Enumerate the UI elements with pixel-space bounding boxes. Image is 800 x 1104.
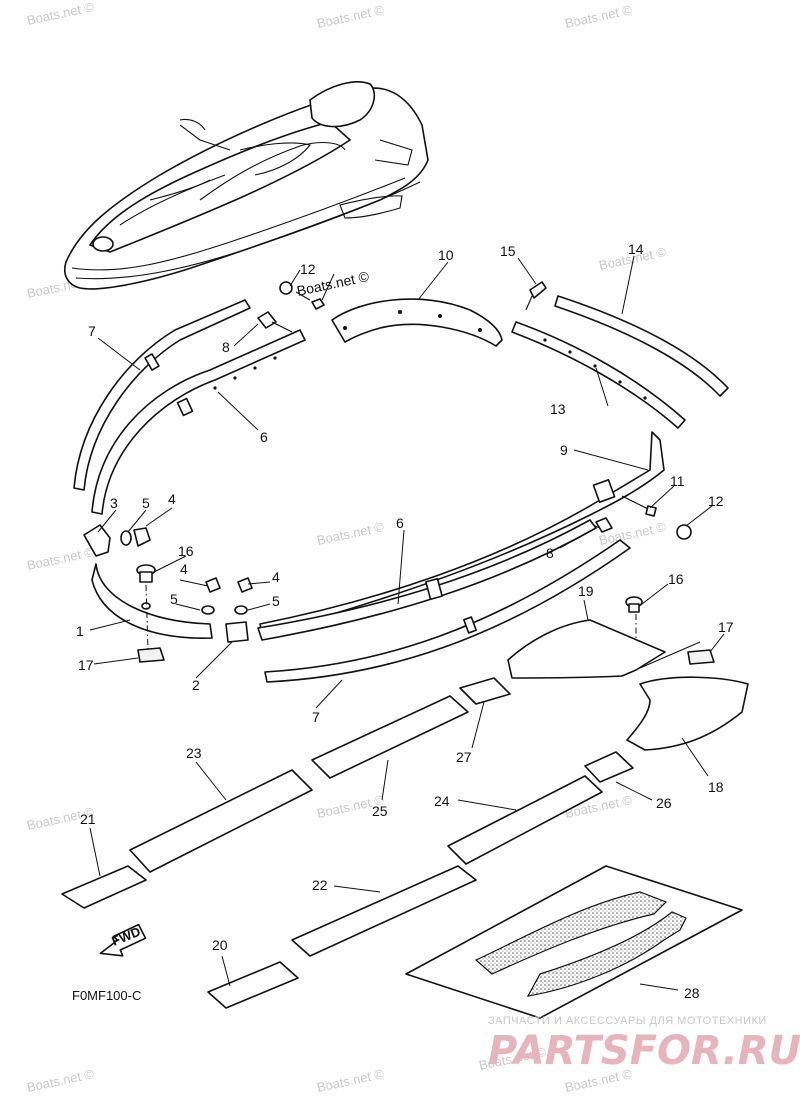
- watermark: Boats.net ©: [316, 519, 386, 548]
- part-21-mat: [61, 865, 147, 909]
- part-1-bumper: [91, 563, 213, 639]
- part-18-mat: [626, 676, 749, 751]
- callout-12: 12: [708, 493, 724, 509]
- callout-9: 9: [560, 442, 568, 458]
- callout-1: 1: [76, 623, 84, 639]
- callout-16: 16: [178, 543, 194, 559]
- callout-27: 27: [456, 749, 472, 765]
- callout-26: 26: [656, 795, 672, 811]
- part-28-sheet: [405, 865, 743, 1019]
- watermark: Boats.net ©: [26, 544, 96, 573]
- watermark: Boats.net ©: [26, 1066, 96, 1095]
- part-20-mat: [207, 961, 299, 1009]
- part-19-mat: [507, 619, 701, 679]
- callout-6: 6: [260, 429, 268, 445]
- part-17-nut-left: [137, 647, 165, 663]
- part-4-nut-mid-a: [205, 577, 221, 593]
- watermark: Boats.net ©: [316, 1066, 386, 1095]
- part-23-mat: [129, 769, 313, 873]
- part-12-clip-upper: [279, 281, 325, 310]
- part-5-washer-mid-b: [234, 605, 248, 615]
- callout-25: 25: [372, 803, 388, 819]
- callout-17: 17: [718, 619, 734, 635]
- callout-15: 15: [500, 243, 516, 259]
- callout-17: 17: [78, 657, 94, 673]
- part-8-screw-upper: [257, 311, 293, 333]
- part-12-clip-lower: [676, 524, 692, 540]
- watermark: Boats.net ©: [316, 2, 386, 31]
- callout-22: 22: [312, 877, 328, 893]
- figure-code: F0MF100-C: [72, 988, 141, 1003]
- callout-19: 19: [578, 583, 594, 599]
- part-4-nut-mid-b: [237, 577, 253, 593]
- fwd-arrow-icon: FWD: [99, 924, 147, 957]
- brand-watermark: ЗАПЧАСТИ И АКСЕССУАРЫ ДЛЯ МОТОТЕХНИКИ PA…: [488, 1015, 800, 1074]
- part-22-mat: [291, 865, 477, 957]
- brand-logo: PARTSFOR.RU: [488, 1028, 800, 1074]
- callout-21: 21: [80, 811, 96, 827]
- part-14-rail: [554, 295, 729, 397]
- brand-tagline: ЗАПЧАСТИ И АКСЕССУАРЫ ДЛЯ МОТОТЕХНИКИ: [488, 1015, 767, 1027]
- callout-6: 6: [396, 515, 404, 531]
- part-7-lower-strip: [264, 539, 631, 683]
- callout-3: 3: [110, 495, 118, 511]
- part-16-grommet-right: [625, 596, 643, 613]
- part-15-rivet: [525, 281, 547, 311]
- callout-11: 11: [670, 473, 685, 489]
- callout-4: 4: [180, 561, 188, 577]
- part-4-nut: [133, 527, 151, 547]
- callout-16: 16: [668, 571, 684, 587]
- callout-13: 13: [550, 401, 566, 417]
- callout-7: 7: [312, 709, 320, 725]
- watercraft-illustration: [64, 81, 429, 290]
- callout-12: 12: [300, 261, 316, 277]
- part-25-mat: [311, 695, 469, 779]
- part-6-upper-strip: [91, 329, 306, 515]
- part-5-washer-mid-a: [201, 605, 215, 615]
- callout-24: 24: [434, 793, 450, 809]
- part-13-rail: [511, 321, 686, 429]
- part-24-mat: [447, 775, 603, 865]
- callout-18: 18: [708, 779, 724, 795]
- part-17-nut-right: [687, 649, 715, 665]
- callout-4: 4: [168, 491, 176, 507]
- callout-5: 5: [142, 495, 150, 511]
- callout-10: 10: [438, 247, 454, 263]
- callout-numbers: 12 10 15 14 7 8 6 13 9 11 12 3 5 4 6 8 1…: [76, 241, 734, 1001]
- callout-8: 8: [546, 545, 554, 561]
- part-5-washer: [120, 530, 132, 546]
- callout-28: 28: [684, 985, 700, 1001]
- callout-8: 8: [222, 339, 230, 355]
- part-9-rail: [259, 431, 665, 635]
- callout-20: 20: [212, 937, 228, 953]
- part-3-bracket: [83, 524, 111, 557]
- callout-7: 7: [88, 323, 96, 339]
- leader-lines: [89, 255, 725, 991]
- part-11-pin: [621, 495, 657, 517]
- part-26-mat: [584, 751, 634, 783]
- watermark: Boats.net ©: [564, 2, 634, 31]
- part-10-bracket: [331, 298, 503, 347]
- callout-4: 4: [272, 569, 280, 585]
- part-16-grommet: [136, 564, 156, 583]
- callout-5: 5: [272, 593, 280, 609]
- watermark: Boats.net ©: [26, 0, 96, 28]
- part-2-pad: [225, 621, 249, 643]
- callout-14: 14: [628, 241, 644, 257]
- part-27-mat: [459, 677, 511, 705]
- callout-5: 5: [170, 591, 178, 607]
- callout-2: 2: [192, 677, 200, 693]
- callout-23: 23: [186, 745, 202, 761]
- part-7-upper-strip: [73, 299, 251, 491]
